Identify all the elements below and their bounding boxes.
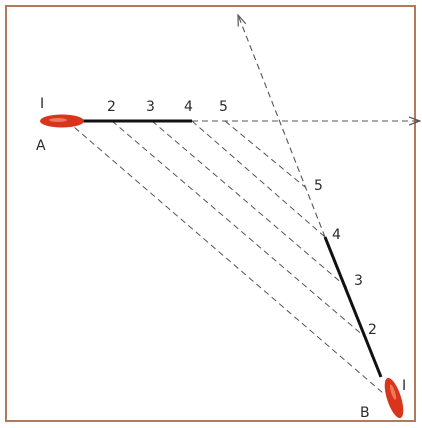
diagram-frame: [5, 5, 416, 422]
boat-a-label: A: [36, 138, 46, 154]
boat-b-label: B: [360, 405, 370, 421]
sight-lines: [66, 120, 384, 394]
boat-b-index-label: I: [402, 378, 406, 394]
boat-b-pos-2: 2: [368, 322, 377, 338]
boat-b-pos-3: 3: [354, 273, 363, 289]
sight-line-2: [111, 120, 366, 338]
boat-b-track: [323, 236, 383, 378]
sight-line-4: [191, 120, 326, 238]
boat-a-highlight: [49, 118, 67, 122]
sight-line-5: [224, 120, 306, 188]
boat-a-pos-4: 4: [184, 99, 193, 115]
sight-line-3: [151, 120, 351, 291]
boat-a-pos-2: 2: [107, 99, 116, 115]
boat-a-pos-3: 3: [146, 99, 155, 115]
boat-a-index-label: I: [40, 96, 44, 112]
boat-b-pos-5: 5: [314, 178, 323, 194]
boat-b-highlight: [389, 384, 397, 400]
boat-b-pos-4: 4: [332, 227, 341, 243]
sight-line-1: [66, 120, 384, 394]
boat-a-pos-5: 5: [219, 99, 228, 115]
boat-b-heading-arrow: [238, 15, 326, 238]
